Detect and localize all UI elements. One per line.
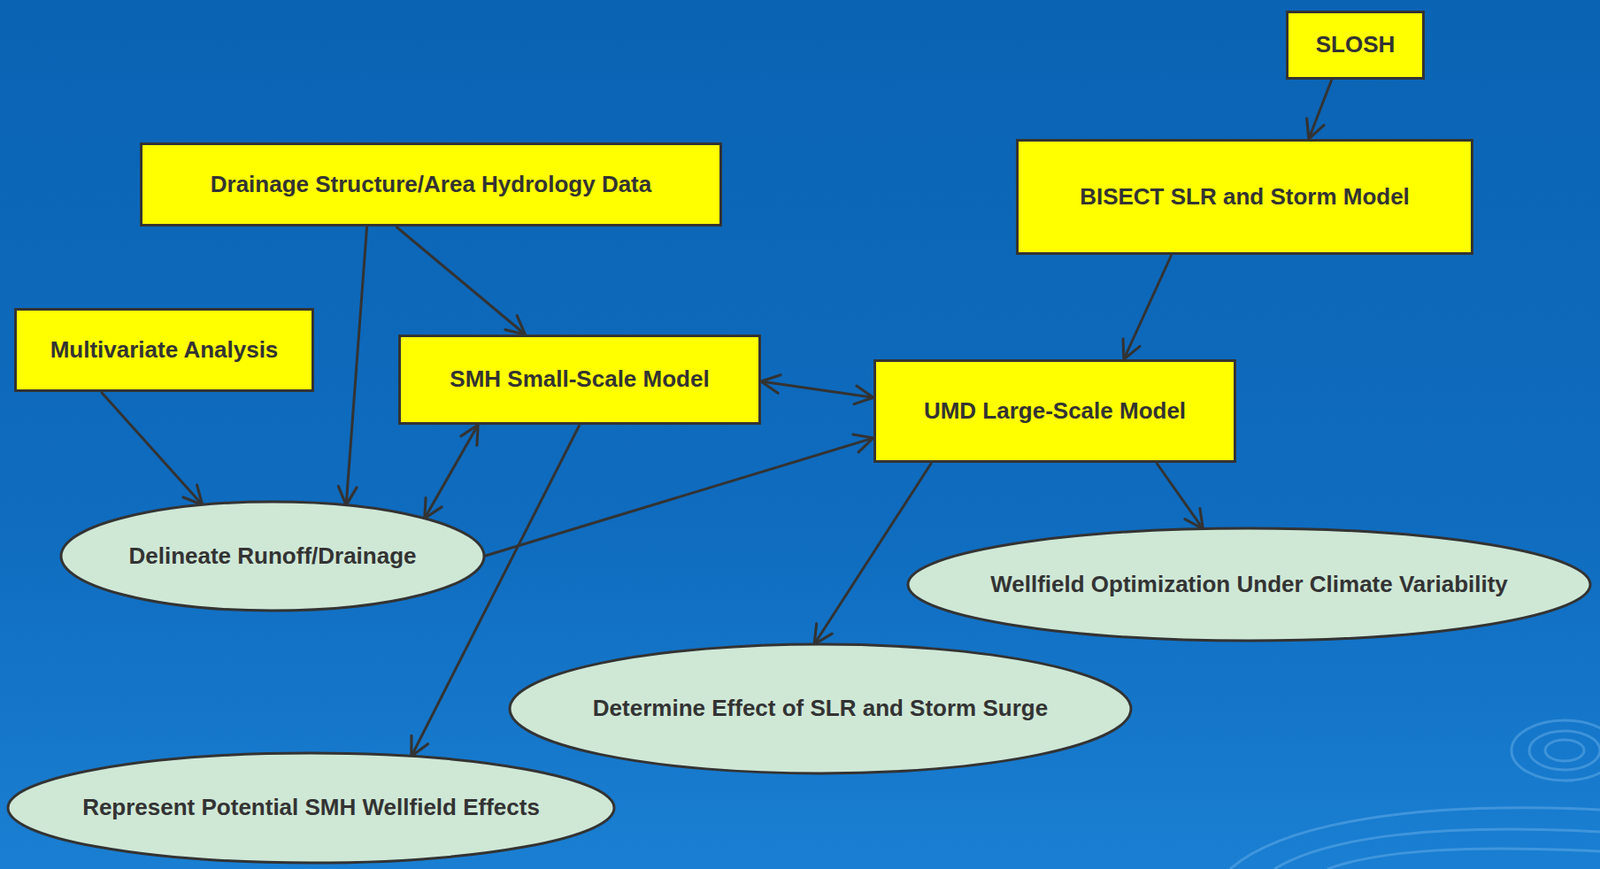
node-label: UMD Large-Scale Model [923,397,1186,425]
connector-arrow [761,381,874,398]
node-label: Wellfield Optimization Under Climate Var… [990,570,1508,599]
process-box: SMH Small-Scale Model [398,334,762,425]
connector-arrow [814,462,931,645]
node-label: BISECT SLR and Storm Model [1079,183,1410,211]
ellipse-shape [7,753,615,863]
outcome-ellipse: Wellfield Optimization Under Climate Var… [906,526,1593,643]
connector-arrow [1308,79,1332,139]
connector-arrow [1123,254,1172,360]
node-label: Multivariate Analysis [50,336,279,364]
connector-arrow [424,424,478,519]
process-box: BISECT SLR and Storm Model [1015,138,1474,255]
process-box: SLOSH [1285,10,1425,80]
connector-arrow [1156,462,1204,530]
ellipse-shape [509,644,1131,774]
ellipse-shape [907,528,1591,641]
process-box: UMD Large-Scale Model [873,359,1237,463]
connector-arrow [346,226,367,506]
connector-arrow [100,392,202,505]
connector-arrow [396,226,526,335]
outcome-ellipse: Delineate Runoff/Drainage [59,500,486,613]
node-label: Drainage Structure/Area Hydrology Data [210,170,652,199]
outcome-ellipse: Represent Potential SMH Wellfield Effect… [6,751,616,865]
outcome-ellipse: Determine Effect of SLR and Storm Surge [507,642,1133,776]
node-label: SMH Small-Scale Model [449,365,709,393]
node-label: Delineate Runoff/Drainage [128,542,416,570]
ellipse-shape [61,501,485,611]
node-label: Represent Potential SMH Wellfield Effect… [82,793,540,822]
process-box: Multivariate Analysis [14,307,315,393]
process-box: Drainage Structure/Area Hydrology Data [139,142,723,227]
node-label: Determine Effect of SLR and Storm Surge [592,694,1048,723]
node-label: SLOSH [1315,30,1396,59]
